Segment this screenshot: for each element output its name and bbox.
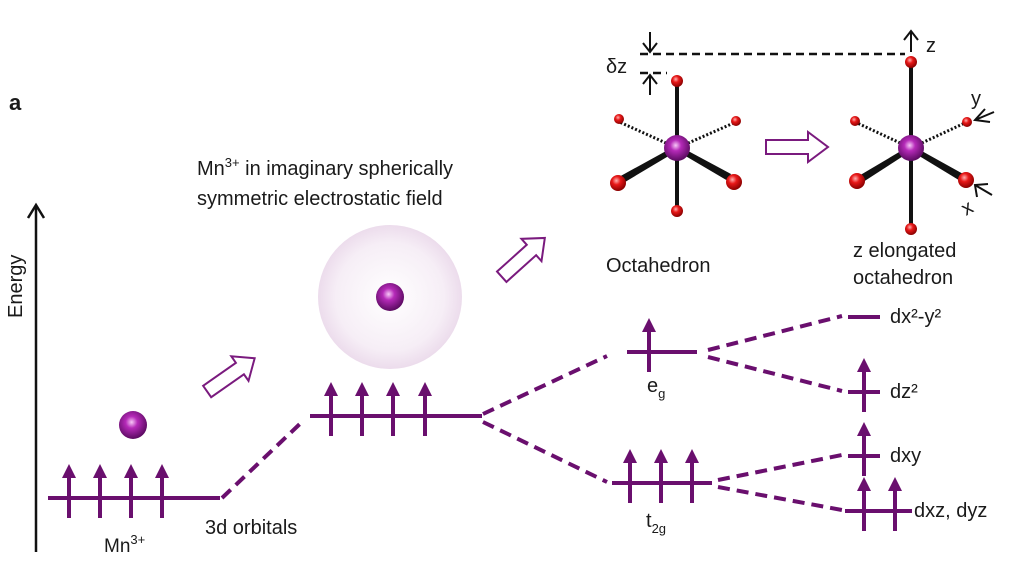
electron-spin-up-icon (857, 422, 871, 476)
t2g-label: t2g (646, 510, 666, 536)
electron-spin-up-icon (386, 382, 400, 436)
connector-t2g-to-dxzdyz (717, 485, 843, 512)
axis-arrow-icon (26, 202, 46, 219)
arrow-up-icon (642, 73, 658, 85)
free-ion-label: Mn3+ (104, 532, 145, 557)
level-dxz-dyz (845, 477, 912, 531)
field-caption-line2: symmetric electrostatic field (197, 188, 443, 210)
connector-eg-to-dx2y2 (707, 314, 843, 352)
level-free-ion (48, 464, 220, 518)
energy-axis: Energy (5, 202, 46, 552)
3d-orbitals-label: 3d orbitals (205, 517, 297, 539)
electron-spin-up-icon (642, 318, 656, 372)
electron-spin-up-icon (418, 382, 432, 436)
y-axis-label: y (971, 88, 981, 110)
level-t2g (612, 449, 712, 503)
level-dz2 (848, 358, 880, 412)
x-axis-arrow-icon (973, 183, 989, 198)
field-caption-line1: Mn3+ in imaginary spherically (197, 155, 453, 180)
elongated-octahedron-model: z y x (849, 29, 995, 235)
octahedron-model (610, 75, 742, 217)
energy-levels (48, 315, 912, 531)
mn-ion-free (119, 411, 147, 439)
connector-free-to-spherical (220, 418, 306, 500)
electron-spin-up-icon (324, 382, 338, 436)
elongated-label-line2: octahedron (853, 267, 953, 289)
level-connectors (220, 314, 843, 512)
eg-label: eg (647, 375, 665, 401)
hollow-arrow-3-icon (765, 130, 830, 164)
hollow-arrow-1-icon (201, 355, 256, 399)
electron-spin-up-icon (857, 477, 871, 531)
electron-spin-up-icon (355, 382, 369, 436)
elongated-label-line1: z elongated (853, 240, 956, 262)
electron-spin-up-icon (857, 358, 871, 412)
delta-z-marker: δz (606, 32, 905, 95)
dxy-label: dxy (890, 445, 921, 467)
dx2y2-label: dx²-y² (890, 306, 941, 328)
x-axis-label: x (958, 196, 978, 220)
electron-spin-up-icon (155, 464, 169, 518)
octahedron-label: Octahedron (606, 255, 711, 277)
connector-spherical-to-t2g (482, 420, 608, 484)
level-eg (627, 318, 697, 372)
panel-label: a (9, 90, 22, 115)
z-axis-label: z (926, 35, 936, 57)
electron-spin-up-icon (93, 464, 107, 518)
energy-axis-label: Energy (5, 255, 27, 318)
dz2-label: dz² (890, 381, 918, 403)
delta-z-label: δz (606, 56, 627, 78)
electron-spin-up-icon (124, 464, 138, 518)
electron-spin-up-icon (888, 477, 902, 531)
hollow-arrow-2-icon (495, 236, 546, 284)
level-spherical (310, 382, 482, 436)
z-axis-arrow-icon (903, 29, 919, 41)
connector-spherical-to-eg (482, 354, 608, 416)
connector-t2g-to-dxy (717, 453, 843, 482)
connector-eg-to-dz2 (707, 355, 843, 393)
dxz-dyz-label: dxz, dyz (914, 500, 987, 522)
y-axis-arrow-icon (972, 108, 991, 123)
mn-ion-in-field (376, 283, 404, 311)
level-dxy (848, 422, 880, 476)
electron-spin-up-icon (685, 449, 699, 503)
electron-spin-up-icon (654, 449, 668, 503)
arrow-down-icon (642, 42, 658, 54)
electron-spin-up-icon (623, 449, 637, 503)
electron-spin-up-icon (62, 464, 76, 518)
